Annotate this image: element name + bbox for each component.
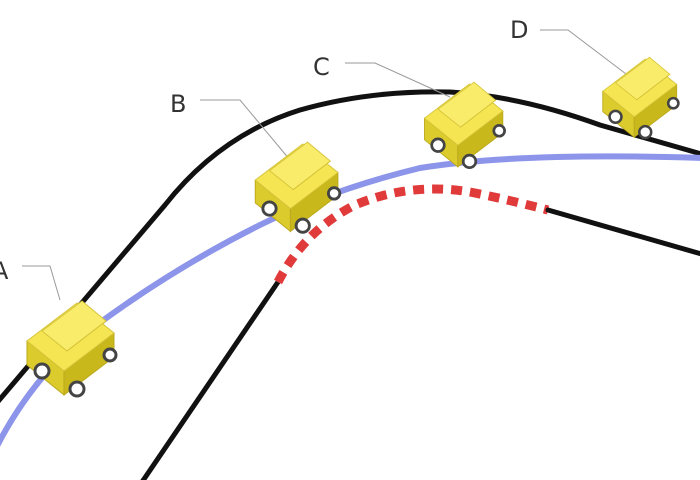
inner-road-edge-lower — [140, 279, 281, 480]
point-label-d: D — [510, 16, 528, 44]
inner-road-edge-upper — [545, 207, 700, 257]
point-label-b: B — [170, 90, 186, 118]
outer-road-edge — [0, 89, 700, 403]
point-label-a: A — [0, 257, 9, 285]
leader-line-d — [540, 29, 631, 78]
leader-line-a — [22, 265, 61, 301]
point-label-c: C — [313, 53, 330, 81]
racing-line — [0, 153, 700, 447]
apex-curb — [274, 184, 550, 285]
car-icon — [601, 56, 680, 140]
leader-line-c — [345, 62, 451, 98]
leader-line-b — [200, 99, 291, 161]
